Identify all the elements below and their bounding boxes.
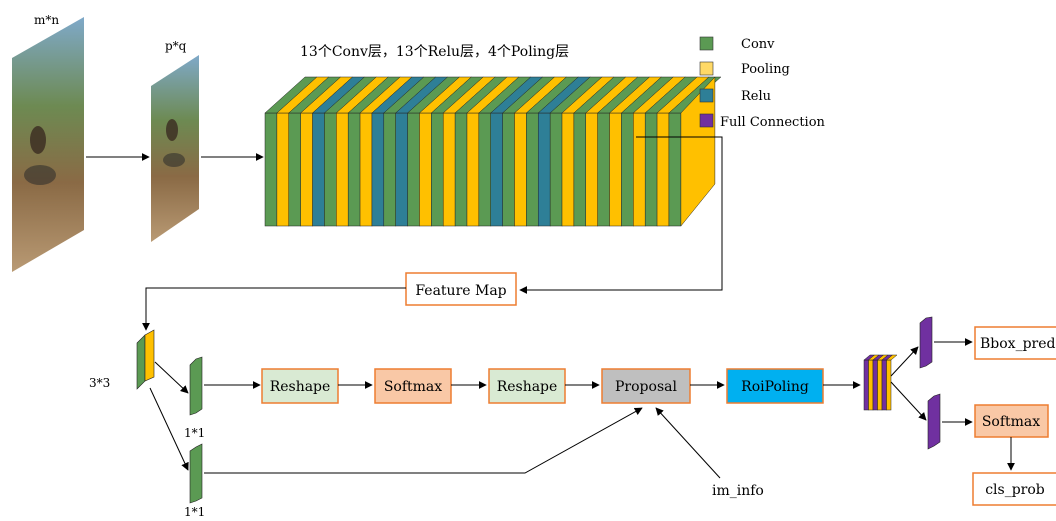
arrow-conv3-to-conv1-top — [154, 361, 189, 394]
backbone-layer-face-conv — [668, 112, 682, 227]
arrow-fc-to-fc-bottom — [890, 381, 927, 421]
backbone-layer-stack — [264, 76, 722, 227]
input-size-label: m*n — [34, 13, 59, 27]
backbone-layer-face-conv — [549, 112, 563, 227]
roipooling-box — [726, 368, 824, 404]
arrow-conv3-to-conv1-bottom — [149, 387, 189, 471]
legend-swatch-conv — [699, 36, 714, 51]
fc-layer-top-pooling — [885, 354, 898, 361]
conv1x1-top-label: 1*1 — [184, 426, 205, 440]
backbone-layer-face-conv — [597, 112, 610, 227]
backbone-layer-face-pooling — [419, 112, 432, 227]
backbone-layer-face-relu — [490, 112, 503, 227]
reshape-2-label: Reshape — [497, 379, 558, 395]
backbone-layer-face-conv — [478, 112, 492, 227]
backbone-layer-face-relu — [371, 112, 385, 227]
fc-layer-pooling — [868, 359, 874, 411]
feature-map-label: Feature Map — [415, 283, 506, 299]
legend-label-relu: Relu — [741, 89, 771, 104]
backbone-layer-face-pooling — [633, 112, 646, 227]
legend-label-pooling: Pooling — [741, 62, 790, 77]
reshape-1-label: Reshape — [270, 379, 331, 395]
arrow-feature-map-to-conv3 — [142, 287, 406, 331]
backbone-layer-face-pooling — [300, 112, 313, 227]
softmax-2-label: Softmax — [982, 414, 1040, 430]
legend: Conv Pooling Relu Full Connection — [699, 36, 826, 130]
arrow-fc-to-fc-top — [890, 346, 919, 377]
backbone-layer-face-pooling — [276, 112, 290, 227]
feature-map-box — [405, 272, 517, 306]
backbone-layer-face-pooling — [561, 112, 575, 227]
legend-swatch-pooling — [699, 61, 714, 76]
backbone-layer-face-conv — [573, 112, 587, 227]
backbone-layer-face-conv — [264, 112, 278, 227]
backbone-layer-face-conv — [454, 112, 468, 227]
reshape-1-box — [261, 368, 339, 404]
fc-layer-stack — [863, 354, 898, 411]
reshape-2-box — [488, 368, 566, 404]
backbone-layer-face-relu — [312, 112, 325, 227]
backbone-layer-face-conv — [407, 112, 420, 227]
legend-swatch-full-connection — [699, 113, 714, 128]
cls-prob-box — [972, 472, 1056, 506]
backbone-layer-face-pooling — [442, 112, 456, 227]
softmax-2-box — [974, 404, 1049, 438]
backbone-layer-face-pooling — [656, 112, 670, 227]
fc-layer-full_connection — [863, 359, 869, 411]
backbone-layer-face-pooling — [359, 112, 373, 227]
cls-prob-label: cls_prob — [985, 482, 1045, 498]
fc-layer-pooling — [886, 359, 892, 411]
proposal-box — [601, 368, 691, 404]
arrow-iminfo-to-proposal — [655, 407, 721, 479]
backbone-layer-face-conv — [502, 112, 515, 227]
conv3x3-block — [136, 329, 155, 390]
im-info-label: im_info — [712, 483, 764, 499]
input-image — [12, 17, 84, 272]
backbone-layer-face-pooling — [336, 112, 349, 227]
backbone-layer-face-conv — [644, 112, 658, 227]
backbone-layer-face-pooling — [609, 112, 622, 227]
arrow-backbone-to-feature-map — [519, 136, 723, 294]
conv1x1-top-block — [189, 356, 203, 416]
backbone-layer-face-pooling — [585, 112, 599, 227]
conv1x1-bottom-label: 1*1 — [184, 505, 205, 519]
fc-layer-pooling — [877, 359, 883, 411]
legend-label-full-connection: Full Connection — [720, 115, 826, 130]
bbox-pred-box — [974, 326, 1056, 360]
backbone-caption: 13个Conv层，13个Relu层，4个Poling层 — [300, 44, 569, 60]
fc-layer-full_connection — [872, 359, 878, 411]
backbone-layer-face-conv — [324, 112, 337, 227]
backbone-layer-face-conv — [383, 112, 397, 227]
backbone-layer-face-pooling — [514, 112, 527, 227]
proposal-label: Proposal — [615, 379, 677, 395]
softmax-1-box — [374, 368, 452, 404]
bbox-pred-label: Bbox_pred — [980, 336, 1056, 352]
backbone-layer-face-conv — [526, 112, 539, 227]
arrow-conv1-bottom-to-proposal — [204, 407, 643, 474]
roipooling-label: RoiPoling — [741, 379, 809, 395]
backbone-layer-face-relu — [395, 112, 408, 227]
conv3x3-label: 3*3 — [89, 376, 110, 390]
resized-size-label: p*q — [165, 39, 187, 53]
backbone-layer-face-pooling — [466, 112, 480, 227]
backbone-layer-face-conv — [621, 112, 634, 227]
backbone-layer-face-conv — [347, 112, 361, 227]
resized-image — [151, 55, 199, 242]
backbone-layer-face-relu — [537, 112, 551, 227]
fc-bottom-block — [927, 393, 941, 450]
fc-top-block — [919, 316, 933, 369]
backbone-layer-face-conv — [288, 112, 302, 227]
backbone-layer-face-conv — [431, 112, 444, 227]
softmax-1-label: Softmax — [384, 379, 442, 395]
legend-swatch-relu — [699, 88, 714, 103]
conv1x1-bottom-block — [189, 443, 203, 504]
fc-layer-full_connection — [881, 359, 887, 411]
legend-label-conv: Conv — [741, 37, 775, 52]
